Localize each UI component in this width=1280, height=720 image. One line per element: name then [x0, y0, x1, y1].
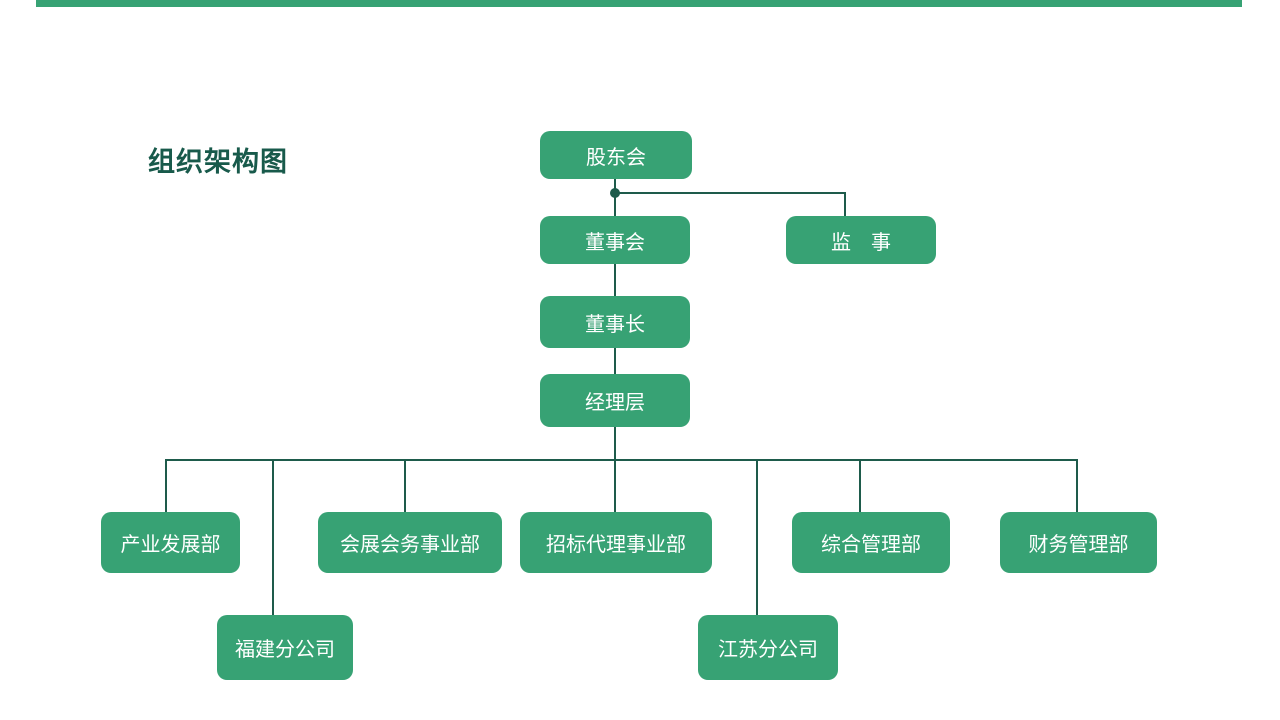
org-node-industry-development: 产业发展部 — [101, 512, 240, 573]
v-drop-finance — [1076, 459, 1078, 512]
v-down-to-supervisor — [844, 192, 846, 216]
page-title: 组织架构图 — [148, 147, 288, 177]
junction-dot — [610, 188, 620, 198]
v-chairman-to-management — [614, 348, 616, 374]
v-drop-industry — [165, 459, 167, 512]
h-bus — [166, 459, 1077, 461]
org-node-chairman: 董事长 — [540, 296, 690, 348]
v-drop-general — [859, 459, 861, 512]
org-node-management-level: 经理层 — [540, 374, 690, 427]
org-node-board-of-directors: 董事会 — [540, 216, 690, 264]
org-node-shareholders-meeting: 股东会 — [540, 131, 692, 179]
org-node-general-management: 综合管理部 — [792, 512, 950, 573]
org-node-finance-management: 财务管理部 — [1000, 512, 1157, 573]
v-drop-jiangsu — [756, 459, 758, 615]
top-accent-bar — [36, 0, 1242, 7]
v-drop-exhibition — [404, 459, 406, 512]
v-board-to-chairman — [614, 264, 616, 296]
org-node-supervisor: 监 事 — [786, 216, 936, 264]
v-drop-fujian — [272, 459, 274, 615]
v-drop-bidding — [614, 459, 616, 512]
org-node-bidding-agency: 招标代理事业部 — [520, 512, 712, 573]
org-node-jiangsu-branch: 江苏分公司 — [698, 615, 838, 680]
org-node-exhibition-affairs: 会展会务事业部 — [318, 512, 502, 573]
org-node-fujian-branch: 福建分公司 — [217, 615, 353, 680]
v-management-to-bus — [614, 427, 616, 460]
h-junction-to-supervisor — [614, 192, 846, 194]
